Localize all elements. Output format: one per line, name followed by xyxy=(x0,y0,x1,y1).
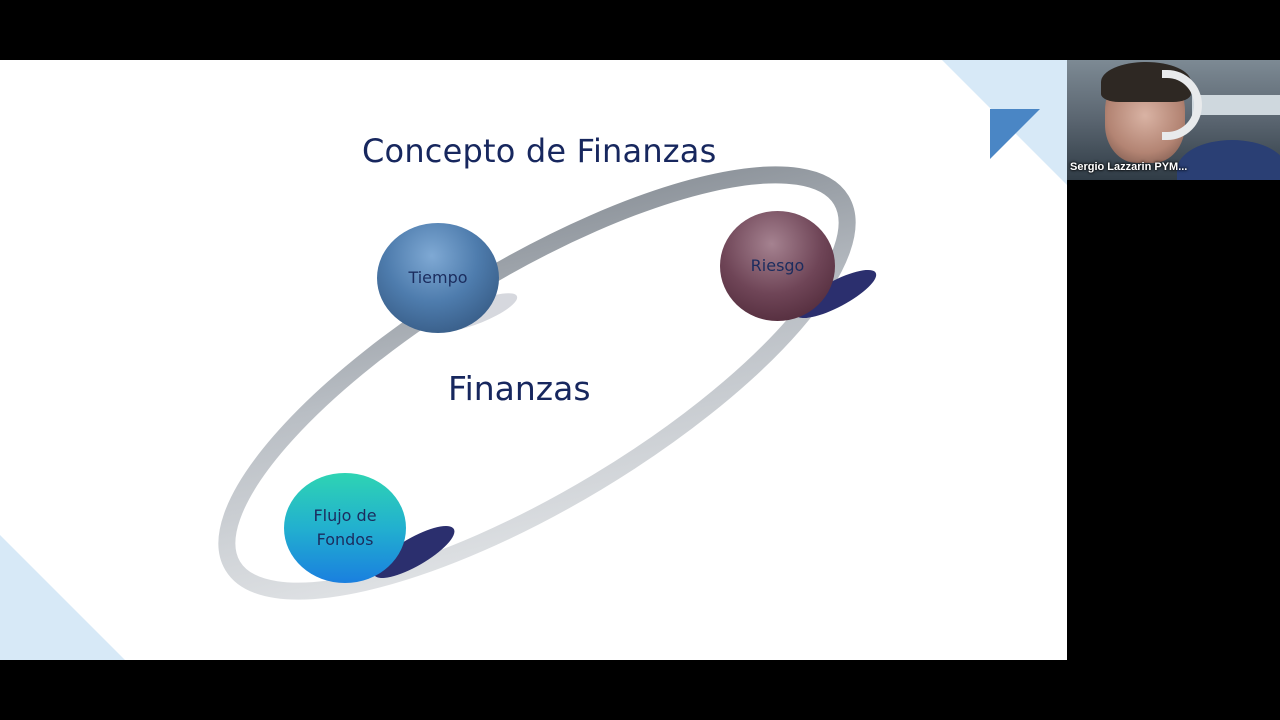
participant-name-label: Sergio Lazzarin PYM... xyxy=(1070,161,1188,173)
node-riesgo: Riesgo xyxy=(720,211,835,321)
node-label-line: Fondos xyxy=(316,530,374,549)
shadow-flujo xyxy=(373,526,455,578)
video-background-wall xyxy=(1192,95,1280,115)
participant-shoulders xyxy=(1177,140,1280,180)
node-label: Flujo de Fondos xyxy=(313,504,376,552)
logo-triangle-icon xyxy=(990,109,1040,159)
glow-highlight xyxy=(478,278,546,322)
node-label-line: Flujo de xyxy=(313,506,377,525)
node-label-line: Riesgo xyxy=(750,256,805,275)
node-label: Riesgo xyxy=(751,254,805,278)
slide-corner-decoration-bottom-left xyxy=(0,535,125,660)
node-tiempo: Tiempo xyxy=(377,223,499,333)
orbit-diagram xyxy=(218,166,877,600)
node-label: Tiempo xyxy=(408,266,467,290)
center-label: Finanzas xyxy=(448,369,591,408)
node-flujo-de-fondos: Flujo de Fondos xyxy=(284,473,406,583)
slide-title: Concepto de Finanzas xyxy=(362,132,717,170)
presentation-slide: Concepto de Finanzas Finanzas Tiempo Rie… xyxy=(0,60,1067,660)
participant-video-tile[interactable]: Sergio Lazzarin PYM... xyxy=(1067,60,1280,180)
node-label-line: Tiempo xyxy=(408,268,468,287)
headset-icon xyxy=(1162,70,1202,140)
